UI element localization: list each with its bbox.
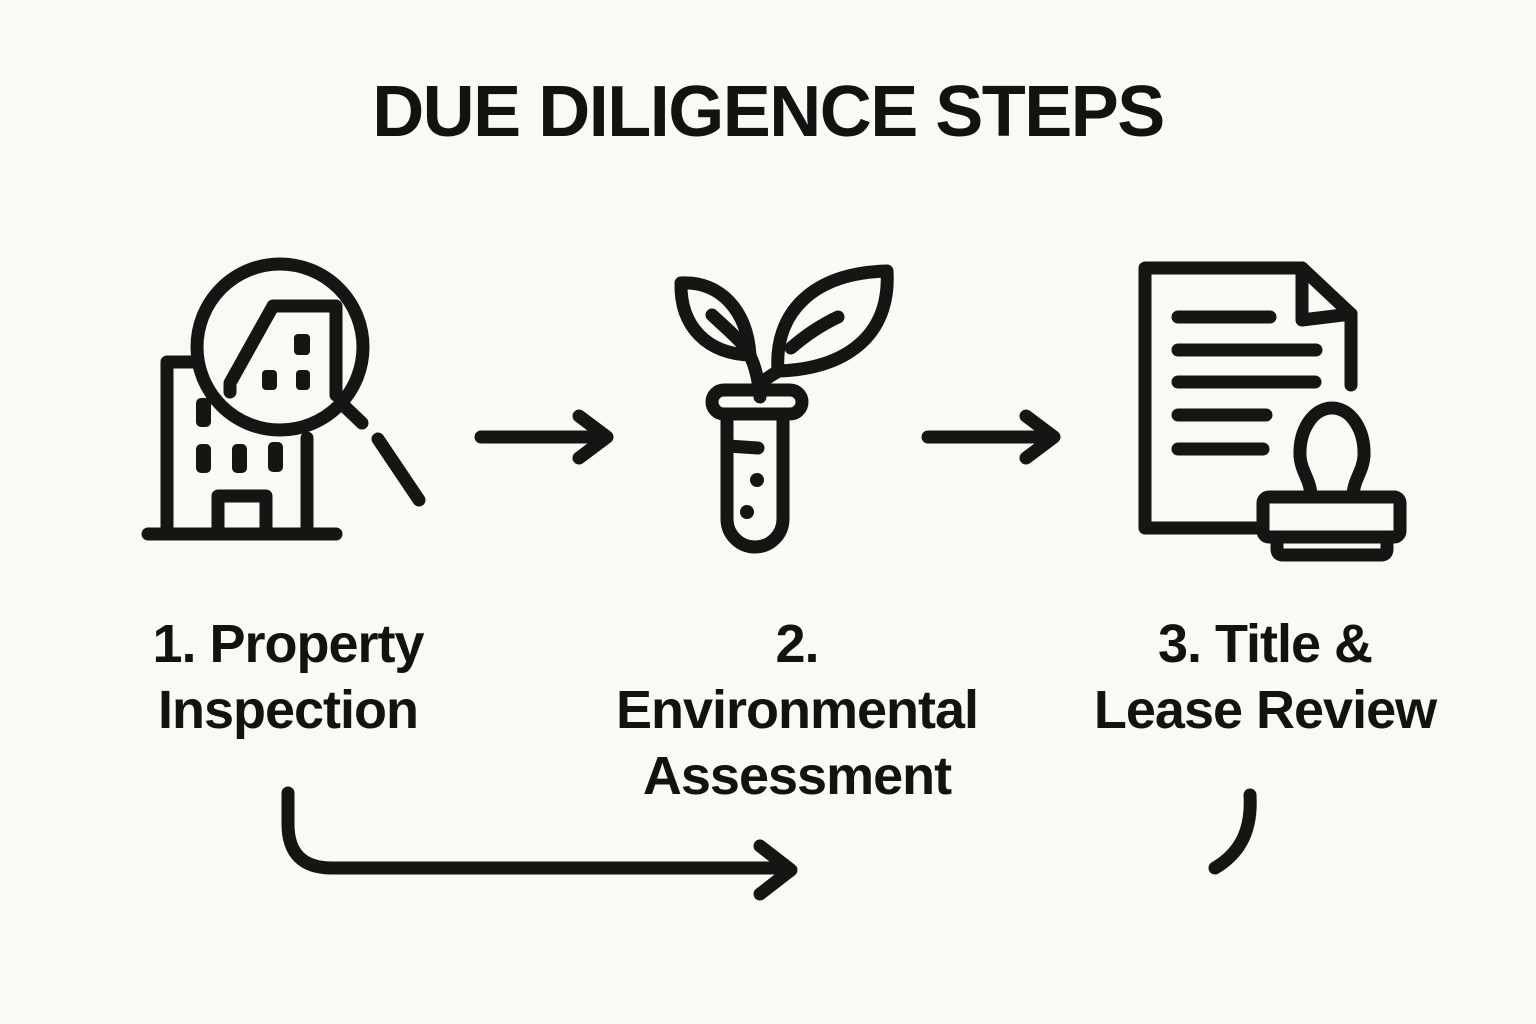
plant-shape: [674, 264, 894, 404]
elbow-arrow-shaft: [281, 786, 783, 875]
stamp-foot: [1270, 531, 1394, 562]
building-window: [268, 442, 283, 472]
tube-bubble: [750, 473, 764, 487]
stamp-knob: [1293, 401, 1371, 504]
step-label-1-line-2: Inspection: [157, 679, 419, 740]
step-label-1: 1. Property Inspection: [88, 612, 488, 744]
left-leaf: [674, 276, 757, 362]
document-stamp-icon: [1138, 261, 1407, 562]
step-label-2-line-2: Assessment: [642, 745, 952, 806]
folded-corner: [1295, 261, 1358, 327]
magnifier-lens: [190, 257, 370, 437]
document-outline: [1138, 261, 1358, 535]
building-window: [196, 398, 211, 427]
step-label-3-line-2: Lease Review: [1093, 679, 1437, 740]
magnifier-shape: [190, 257, 426, 507]
stamp-shape: [1256, 401, 1407, 562]
building-shape: [141, 355, 343, 541]
step-label-2-line-1: 2. Environmental: [615, 614, 979, 740]
magnifier-neck: [334, 396, 369, 430]
lens-window: [296, 370, 310, 390]
tube-rim: [705, 383, 809, 421]
curved-stroke: [1208, 788, 1257, 875]
lens-window: [262, 370, 277, 390]
tube-graduation-mark: [721, 439, 765, 455]
document-shape: [1138, 261, 1358, 535]
right-arrow-icon: [474, 409, 614, 465]
magnifier-handle: [371, 432, 426, 507]
lens-window: [294, 334, 310, 355]
plant-test-tube-icon: [674, 264, 894, 554]
elbow-right-arrow-icon: [281, 786, 798, 901]
tube-body: [720, 407, 790, 554]
right-arrow-icon: [921, 409, 1061, 465]
building-left-wall: [160, 355, 205, 541]
right-leaf-vein: [784, 310, 845, 355]
tube-bubble: [740, 505, 754, 519]
step-label-2: 2. Environmental Assessment: [597, 612, 997, 810]
test-tube-shape: [705, 383, 809, 554]
step-label-1-line-1: 1. Property: [152, 614, 424, 674]
diagram-title: DUE DILIGENCE STEPS: [372, 72, 1165, 152]
lens-building: [223, 299, 343, 402]
elbow-arrow-head: [753, 839, 798, 901]
building-window: [232, 444, 247, 473]
left-leaf-vein: [705, 308, 756, 359]
step-label-3: 3. Title & Lease Review: [1065, 612, 1465, 744]
stamp-base: [1256, 490, 1407, 544]
building-door: [211, 489, 273, 541]
curve-segment: [1208, 788, 1257, 875]
arrow-head: [572, 409, 614, 465]
arrow-head: [1019, 409, 1061, 465]
right-leaf: [771, 264, 894, 378]
step-label-3-line-1: 3. Title &: [1157, 614, 1373, 674]
building-magnifier-icon: [141, 257, 426, 541]
building-window: [196, 444, 211, 473]
